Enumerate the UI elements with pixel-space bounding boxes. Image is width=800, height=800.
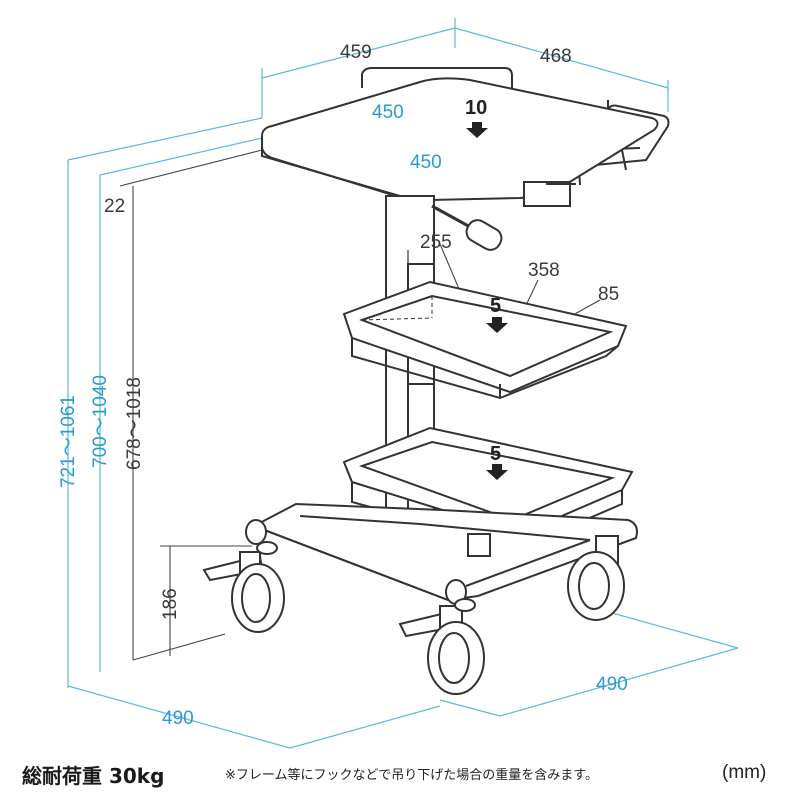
dim-tray-depth: 255 bbox=[420, 232, 452, 253]
footer: 総耐荷重 30kg ※フレーム等にフックなどで吊り下げた場合の重量を含みます。 … bbox=[0, 756, 800, 792]
arrow-down-icon bbox=[466, 122, 488, 138]
dim-tray-width: 358 bbox=[528, 260, 560, 281]
dim-tray-height: 85 bbox=[598, 284, 619, 305]
dim-top-depth: 459 bbox=[340, 42, 372, 63]
dim-total-height-3: 678～1018 bbox=[124, 377, 145, 470]
load-note: ※フレーム等にフックなどで吊り下げた場合の重量を含みます。 bbox=[225, 768, 598, 783]
upper-tray bbox=[342, 280, 628, 400]
load-lower-tray: 5 bbox=[490, 443, 501, 465]
dim-base-depth: 490 bbox=[162, 708, 194, 729]
arrow-down-icon bbox=[486, 464, 508, 480]
load-upper-tray: 5 bbox=[490, 295, 501, 317]
dimension-lines-dark bbox=[119, 149, 601, 661]
cart-base bbox=[202, 502, 638, 695]
arrow-down-icon bbox=[486, 317, 508, 333]
dim-total-height-2: 700～1040 bbox=[90, 375, 111, 468]
total-load-capacity: 総耐荷重 30kg bbox=[22, 764, 165, 788]
load-arrow-icons bbox=[466, 122, 508, 480]
dim-total-height-1: 721～1061 bbox=[58, 395, 79, 488]
dim-inner-width: 450 bbox=[410, 152, 442, 173]
dim-base-width: 490 bbox=[596, 674, 628, 695]
load-top: 10 bbox=[465, 97, 487, 119]
top-tray bbox=[261, 67, 670, 207]
dim-lower-height: 186 bbox=[160, 588, 181, 620]
dim-top-width: 468 bbox=[540, 46, 572, 67]
lower-tray bbox=[342, 426, 634, 550]
unit-label: (mm) bbox=[722, 762, 767, 783]
dim-rim: 22 bbox=[104, 196, 125, 217]
dim-inner-depth: 450 bbox=[372, 102, 404, 123]
